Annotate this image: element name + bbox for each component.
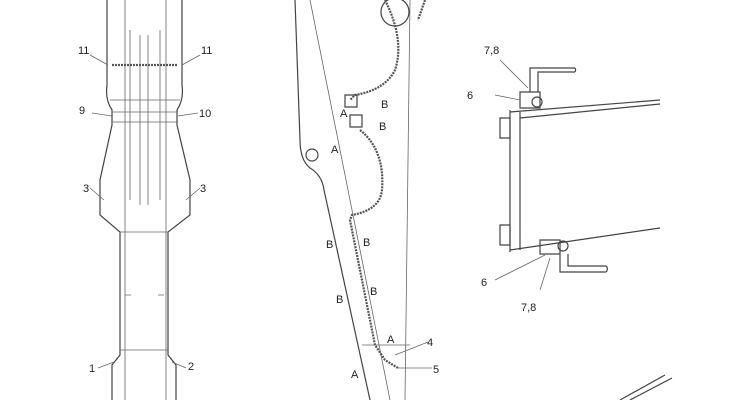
callout-a: A: [387, 334, 395, 346]
bracket-detail: [494, 59, 673, 400]
callout-7-8-top: 7,8: [484, 45, 499, 57]
callout-11-left: 11: [78, 45, 89, 57]
callout-3-left: 3: [83, 183, 89, 195]
callout-6-bottom: 6: [481, 277, 487, 289]
leader-lines-left: [89, 54, 201, 369]
callout-a: A: [351, 369, 359, 381]
callout-b: B: [381, 99, 388, 111]
callout-11-right: 11: [201, 45, 212, 57]
callout-a: A: [340, 108, 348, 120]
cylinder-assembly: [99, 0, 191, 400]
callout-a: A: [331, 144, 339, 156]
boom-assembly: [294, 0, 432, 400]
callout-b: B: [326, 239, 333, 251]
callout-6-top: 6: [467, 90, 473, 102]
callout-9: 9: [79, 105, 85, 117]
callout-10: 10: [199, 108, 211, 120]
callout-b: B: [363, 237, 370, 249]
callout-2: 2: [188, 361, 194, 373]
callout-3-right: 3: [200, 183, 206, 195]
callout-1: 1: [89, 363, 95, 375]
callout-7-8-bottom: 7,8: [521, 302, 536, 314]
callout-b: B: [370, 286, 377, 298]
callout-b: B: [336, 294, 343, 306]
callout-4: 4: [427, 337, 433, 349]
callouts-right: 7,8 6 6 7,8: [467, 45, 536, 314]
callouts-middle: A B B A B B B B A 4 5 A: [326, 99, 439, 381]
callout-b: B: [379, 121, 386, 133]
callout-5: 5: [433, 364, 439, 376]
callouts-left: 11 11 9 10 3 3 1 2: [78, 45, 212, 375]
